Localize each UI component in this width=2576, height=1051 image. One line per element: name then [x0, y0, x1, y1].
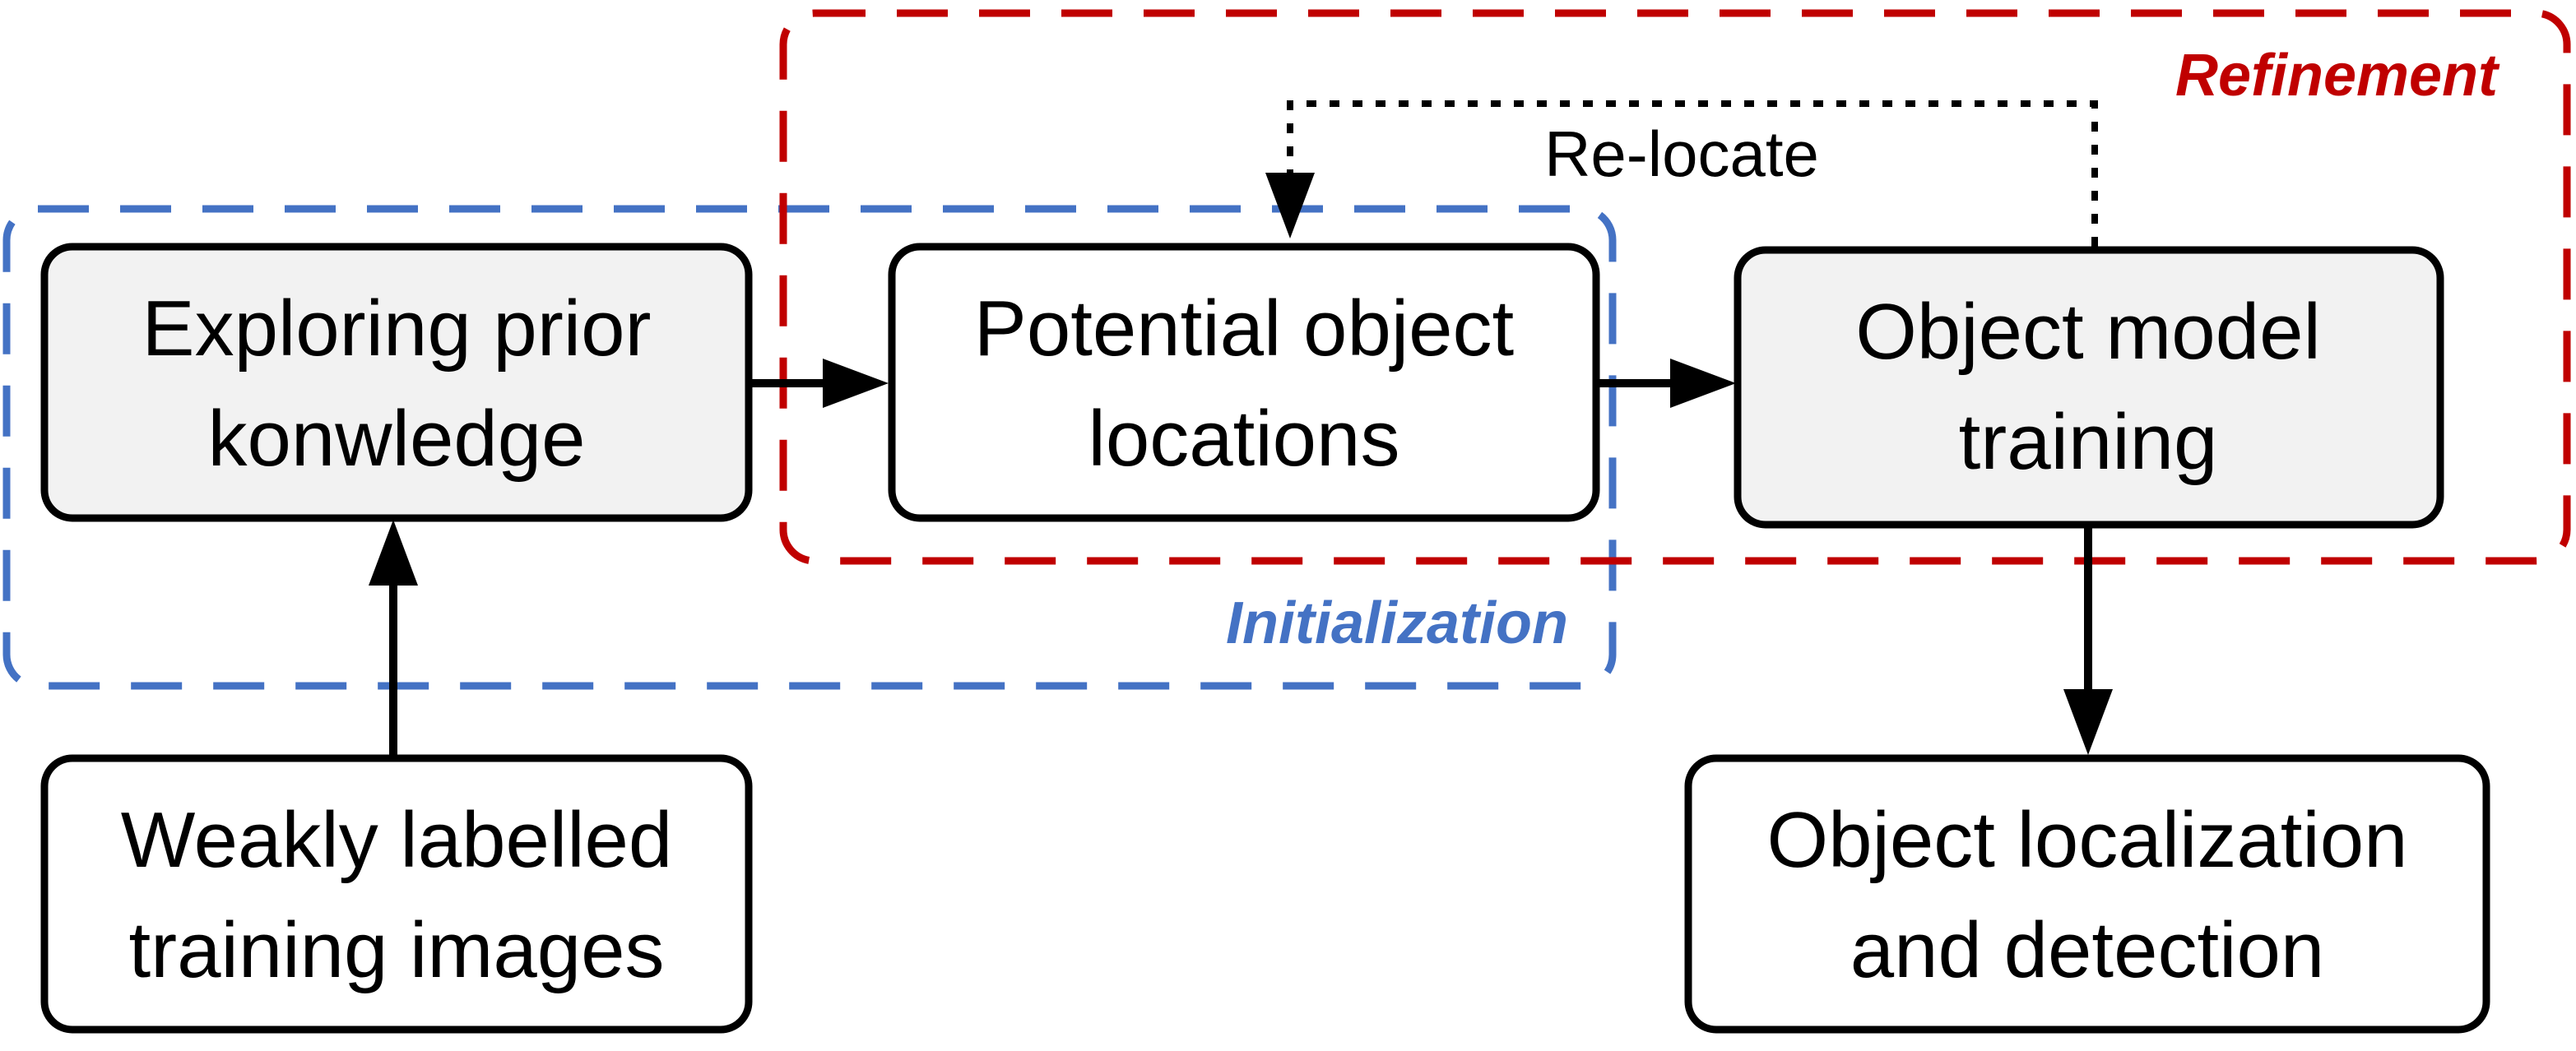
node-exploring-line1: Exploring prior	[142, 285, 652, 373]
node-localization-line1: Object localization	[1766, 796, 2407, 884]
node-exploring-prior-knowledge: Exploring prior konwledge	[40, 243, 753, 522]
edge-weakly-to-exploring	[369, 520, 418, 755]
edge-potential-to-training	[1596, 359, 1736, 408]
node-weakly-line2: training images	[129, 906, 665, 994]
edge-exploring-to-potential	[749, 359, 889, 408]
initialization-group-label: Initialization	[1226, 590, 1568, 656]
node-weakly-line1: Weakly labelled	[121, 796, 673, 884]
initialization-group-border	[2, 205, 1617, 690]
edge-training-to-localization	[2063, 525, 2113, 755]
node-weakly-labelled-training-images: Weakly labelled training images	[40, 754, 753, 1034]
relocate-label: Re-locate	[1544, 118, 1819, 190]
node-object-localization-and-detection: Object localization and detection	[1684, 754, 2490, 1034]
refinement-group-border	[779, 9, 2571, 565]
node-localization-line2: and detection	[1850, 906, 2324, 994]
node-potential-object-locations: Potential object locations	[888, 243, 1600, 522]
node-potential-line1: Potential object	[974, 285, 1514, 373]
node-exploring-line2: konwledge	[208, 395, 586, 483]
refinement-group-label: Refinement	[2175, 43, 2500, 109]
node-object-model-training: Object model training	[1734, 246, 2444, 529]
node-training-line2: training	[1959, 398, 2218, 486]
edge-relocate	[1265, 100, 2098, 247]
node-potential-line2: locations	[1088, 395, 1400, 483]
node-training-line1: Object model	[1855, 288, 2321, 376]
